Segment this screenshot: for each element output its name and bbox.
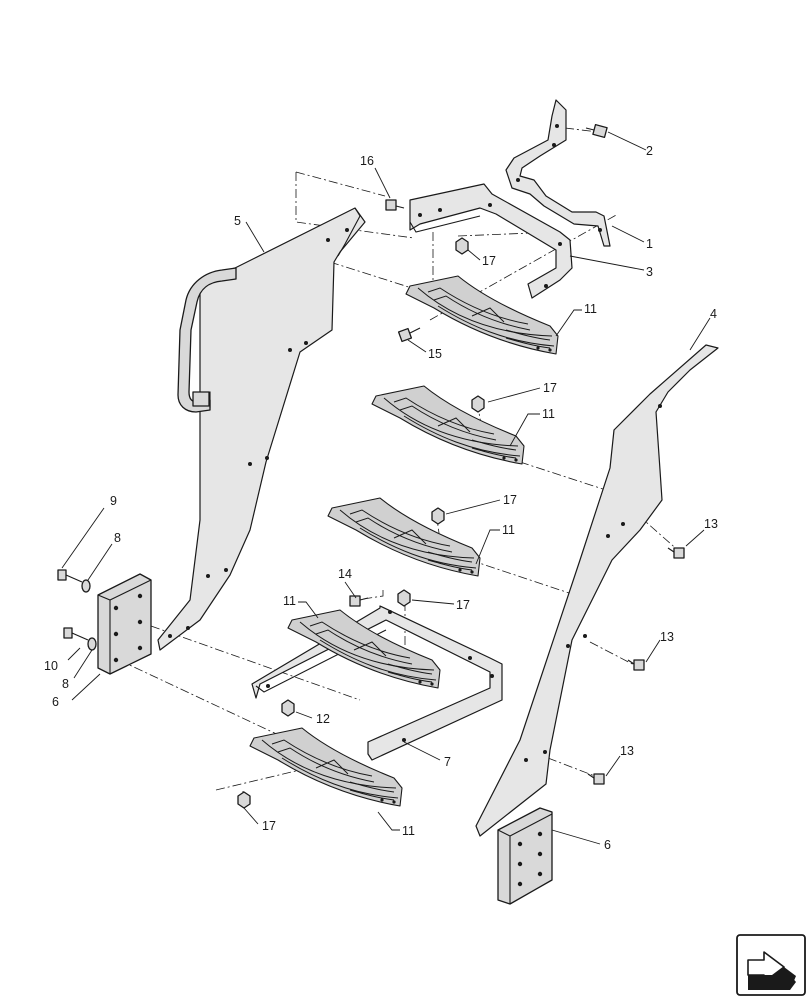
upper-bracket (505, 99, 611, 247)
callout-11c: 11 (502, 523, 515, 537)
bolt-13b (627, 659, 645, 671)
callout-17d: 17 (456, 598, 470, 612)
callout-17b: 17 (543, 381, 557, 395)
nut-17b (471, 395, 485, 413)
nut-17e (237, 791, 251, 809)
bolt-15 (397, 327, 421, 343)
left-stringer (157, 207, 366, 651)
callout-3: 3 (646, 265, 653, 279)
callout-6a: 6 (52, 695, 59, 709)
step-tread-3 (327, 497, 481, 577)
callout-13c: 13 (620, 744, 634, 758)
callout-11d: 11 (283, 594, 296, 608)
callout-13b: 13 (660, 630, 674, 644)
step-support-bracket (409, 183, 573, 299)
nut-17c (431, 507, 445, 525)
bolt-9 (57, 569, 83, 583)
callout-12: 12 (316, 712, 330, 726)
callout-9: 9 (110, 494, 117, 508)
fasteners (57, 123, 685, 809)
callout-14: 14 (338, 567, 352, 581)
callout-11a: 11 (584, 302, 597, 316)
right-stringer (475, 344, 719, 837)
washer-8b (87, 637, 97, 651)
callout-10: 10 (44, 659, 58, 673)
step-tread-2 (371, 385, 525, 465)
callout-11e: 11 (402, 824, 415, 838)
callout-13a: 13 (704, 517, 718, 531)
nut-17d (397, 589, 411, 607)
callout-17e: 17 (262, 819, 276, 833)
callout-15: 15 (428, 347, 442, 361)
callout-6b: 6 (604, 838, 611, 852)
washer-8a (81, 579, 91, 593)
bolt-10 (63, 627, 89, 641)
bolt-14 (349, 595, 369, 607)
callout-labels: 2 1 3 16 17 15 11 17 11 17 11 17 14 11 1… (44, 144, 718, 852)
callout-8a: 8 (114, 531, 121, 545)
callout-5: 5 (234, 214, 241, 228)
callout-2: 2 (646, 144, 653, 158)
mounting-plate-right (497, 807, 553, 905)
bolt-13c (587, 773, 605, 785)
callout-4: 4 (710, 307, 717, 321)
nut-17a (455, 237, 469, 255)
bolt-13a (667, 547, 685, 559)
callout-17c: 17 (503, 493, 517, 507)
arrow-navigation-icon[interactable] (736, 934, 806, 996)
callout-1: 1 (646, 237, 653, 251)
mounting-plate-left (97, 573, 152, 675)
callout-8b: 8 (62, 677, 69, 691)
nut-12 (281, 699, 295, 717)
callout-17a: 17 (482, 254, 496, 268)
callout-11b: 11 (542, 407, 555, 421)
callout-16: 16 (360, 154, 374, 168)
bolt-2 (585, 123, 608, 139)
bolt-16 (385, 199, 405, 211)
leader-lines (61, 131, 711, 845)
callout-7: 7 (444, 755, 451, 769)
